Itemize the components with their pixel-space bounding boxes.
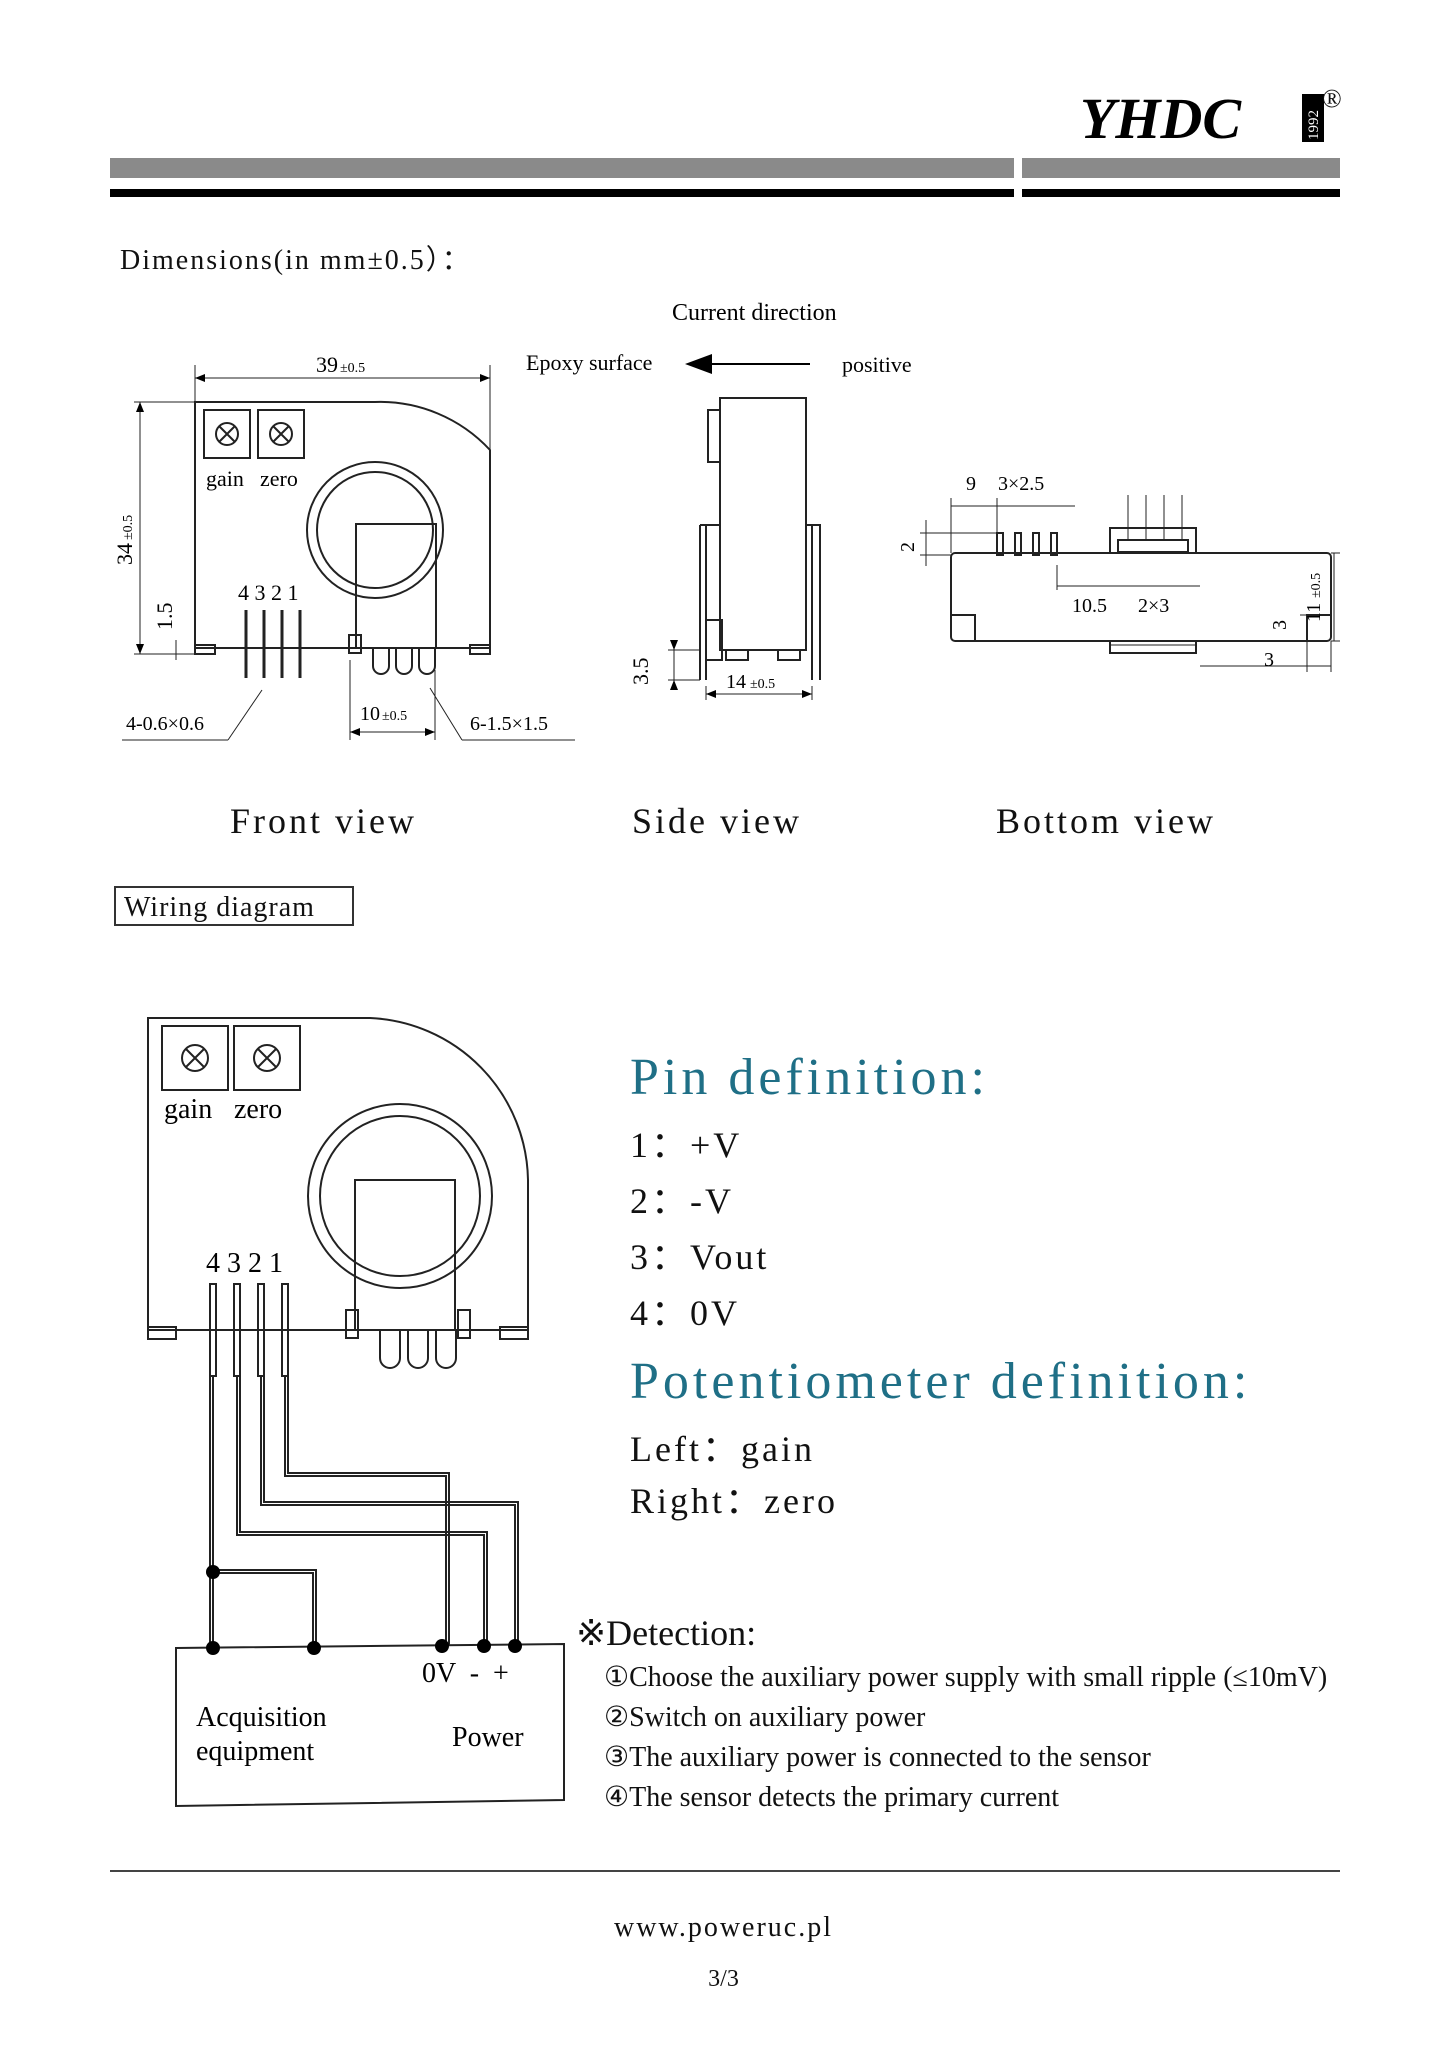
front-pin-numbers: 4 3 2 1 — [238, 580, 299, 605]
wiring-zero-label: zero — [234, 1094, 282, 1125]
front-zero-label: zero — [260, 466, 298, 491]
header-bar-black-left — [110, 189, 1014, 197]
logo-text: YHDC — [1080, 90, 1242, 146]
bottom-dim-2x3: 2×3 — [1138, 595, 1169, 617]
bottom-dim-3b: 3 — [1264, 649, 1274, 671]
pot-def-line-2: Right：zero — [630, 1481, 838, 1521]
footer-url: www.poweruc.pl — [613, 1912, 834, 1943]
power-label: Power — [452, 1722, 524, 1753]
terminal-labels: 0V - + — [422, 1658, 509, 1689]
side-pin-len: 3.5 — [628, 658, 653, 686]
bottom-dim-11-tol: ±0.5 — [1309, 573, 1324, 598]
side-depth-tol: ±0.5 — [750, 677, 775, 692]
bottom-dim-2: 2 — [897, 542, 919, 552]
detection-step-3: ③The auxiliary power is connected to the… — [604, 1742, 1151, 1773]
wiring-gain-label: gain — [164, 1094, 212, 1125]
positive-label: positive — [842, 352, 912, 377]
front-slot-spec: 6-1.5×1.5 — [470, 713, 548, 735]
header-bar-gray-left — [110, 158, 1014, 178]
pin-def-line-4: 4：0V — [630, 1293, 740, 1333]
bottom-dim-11: 11 — [1303, 603, 1325, 622]
front-pin-spec: 4-0.6×0.6 — [126, 713, 204, 735]
front-width-dim: 39 — [316, 352, 338, 377]
pin-def-line-2: 2：-V — [630, 1181, 734, 1221]
bottom-dim-3a: 3 — [1269, 620, 1291, 630]
front-slot-dim: 10 — [360, 703, 380, 725]
detection-title: ※Detection: — [576, 1613, 757, 1653]
pin-def-line-1: 1：+V — [630, 1125, 743, 1165]
current-direction-label: Current direction — [672, 300, 837, 326]
side-view-label: Side view — [632, 801, 802, 841]
detection-step-2: ②Switch on auxiliary power — [604, 1702, 926, 1733]
epoxy-surface-label: Epoxy surface — [526, 350, 652, 375]
footer-rule — [110, 1870, 1340, 1872]
bottom-dim-9: 9 — [966, 473, 976, 495]
dimension-drawings: 39 ±0.5 34 ±0.5 1.5 4 3 2 1 gain zero 4-… — [112, 300, 1340, 741]
header-bar-black-right — [1022, 189, 1340, 197]
front-height-tol: ±0.5 — [121, 515, 136, 540]
bottom-dim-105: 10.5 — [1072, 595, 1107, 617]
front-pin-offset: 1.5 — [152, 603, 177, 631]
detection-step-4: ④The sensor detects the primary current — [604, 1782, 1060, 1813]
logo-year: 1992 — [1306, 110, 1322, 140]
potentiometer-definition-title: Potentiometer definition: — [630, 1353, 1252, 1410]
acquisition-label-1: Acquisition — [196, 1702, 327, 1733]
bottom-dim-pitch: 3×2.5 — [998, 473, 1044, 495]
registered-mark: ® — [1322, 84, 1342, 113]
yhdc-logo: YHDC 1992 — [1080, 90, 1324, 146]
front-gain-label: gain — [206, 466, 244, 491]
detection-step-1: ①Choose the auxiliary power supply with … — [604, 1662, 1328, 1693]
side-view-body — [719, 397, 807, 651]
page-number: 3/3 — [708, 1966, 739, 1992]
front-view-label: Front view — [230, 801, 417, 841]
front-height-dim: 34 — [112, 543, 137, 565]
pin-def-line-3: 3：Vout — [630, 1237, 770, 1277]
wiring-pin-numbers: 4 3 2 1 — [206, 1248, 283, 1279]
wiring-diagram-title: Wiring diagram — [114, 886, 354, 926]
pin-definition-title: Pin definition: — [630, 1049, 989, 1106]
pot-def-line-1: Left：gain — [630, 1429, 815, 1469]
front-view-body — [194, 400, 491, 649]
bottom-view-label: Bottom view — [996, 801, 1216, 841]
front-width-tol: ±0.5 — [340, 361, 365, 376]
side-depth-dim: 14 — [726, 671, 746, 693]
dimensions-title: Dimensions(in mm±0.5）： — [120, 245, 472, 276]
acquisition-label-2: equipment — [196, 1736, 314, 1767]
front-slot-tol: ±0.5 — [382, 709, 407, 724]
header-bar-gray-right — [1022, 158, 1340, 178]
wiring-diagram: gain zero 4 3 2 1 0V - + Acquisition equ… — [147, 1017, 565, 1808]
